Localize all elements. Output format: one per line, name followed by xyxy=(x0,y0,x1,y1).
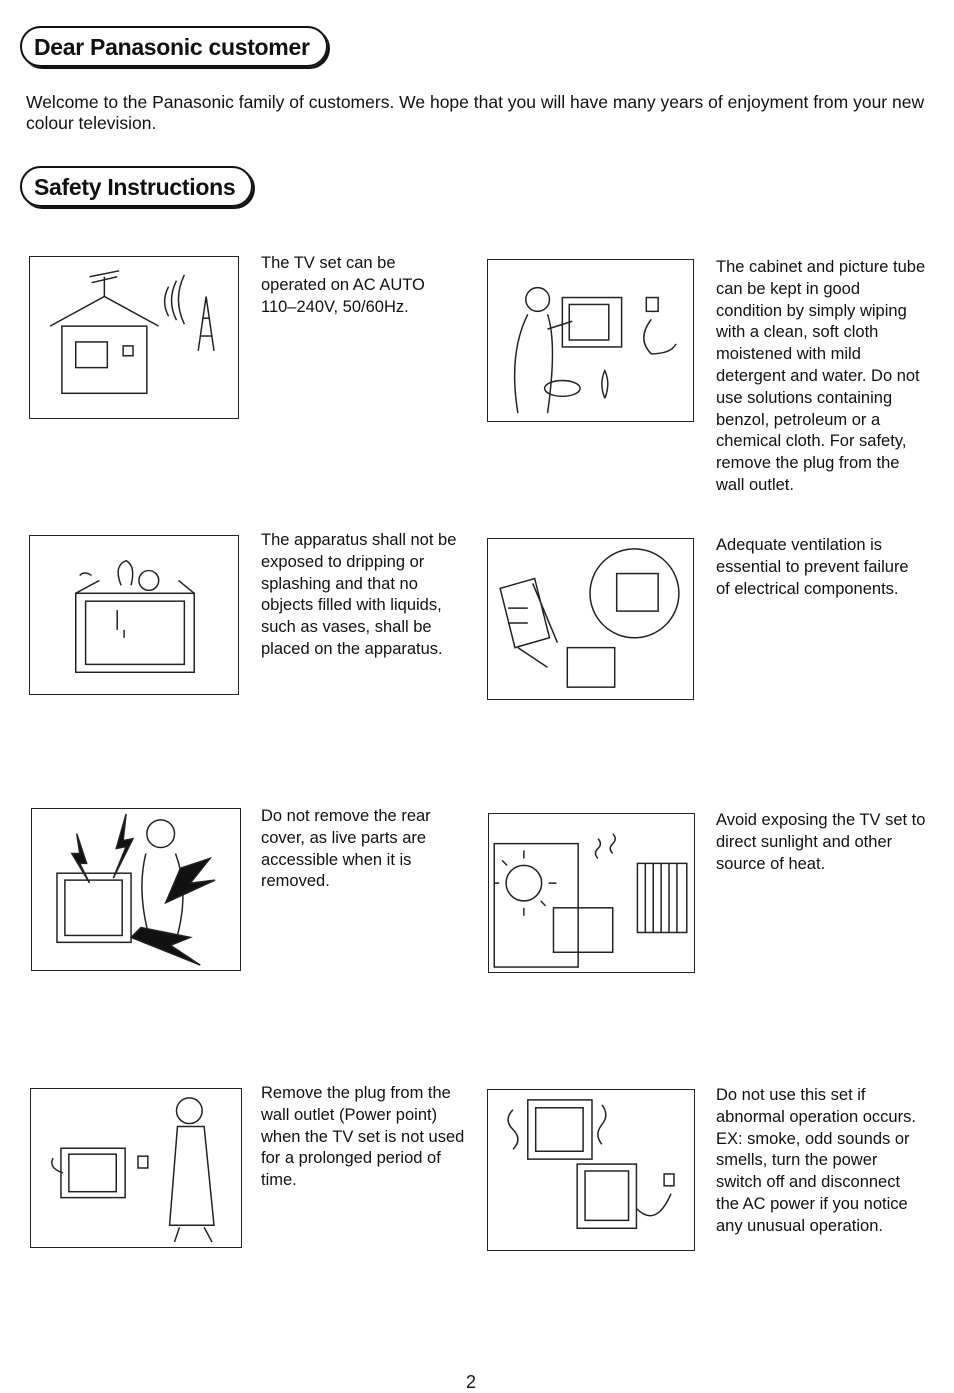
antenna-house-icon xyxy=(29,256,239,419)
safety-item-text: Remove the plug from the wall outlet (Po… xyxy=(261,1084,465,1190)
greeting-heading: Dear Panasonic customer xyxy=(20,26,328,67)
electric-shock-icon xyxy=(31,808,241,971)
safety-item-text: Adequate ventilation is essential to pre… xyxy=(716,536,909,598)
abnormal-operation-icon xyxy=(487,1089,695,1251)
safety-item-text: Do not use this set if abnormal operatio… xyxy=(716,1086,916,1235)
safety-heading: Safety Instructions xyxy=(20,166,254,207)
unplug-icon xyxy=(30,1088,242,1248)
safety-item-text: Avoid exposing the TV set to direct sunl… xyxy=(716,811,926,873)
safety-item-text: Do not remove the rear cover, as live pa… xyxy=(261,807,431,891)
sunlight-heater-icon xyxy=(488,813,695,973)
ventilation-icon xyxy=(487,538,694,700)
safety-item-text: The cabinet and picture tube can be kept… xyxy=(716,258,926,494)
safety-item-text: The apparatus shall not be exposed to dr… xyxy=(261,531,457,658)
vase-on-tv-icon xyxy=(29,535,239,695)
cleaning-tv-icon xyxy=(487,259,694,422)
page-number: 2 xyxy=(466,1372,477,1392)
safety-item-text: The TV set can be operated on AC AUTO 11… xyxy=(261,254,425,316)
welcome-paragraph: Welcome to the Panasonic family of custo… xyxy=(26,92,925,133)
